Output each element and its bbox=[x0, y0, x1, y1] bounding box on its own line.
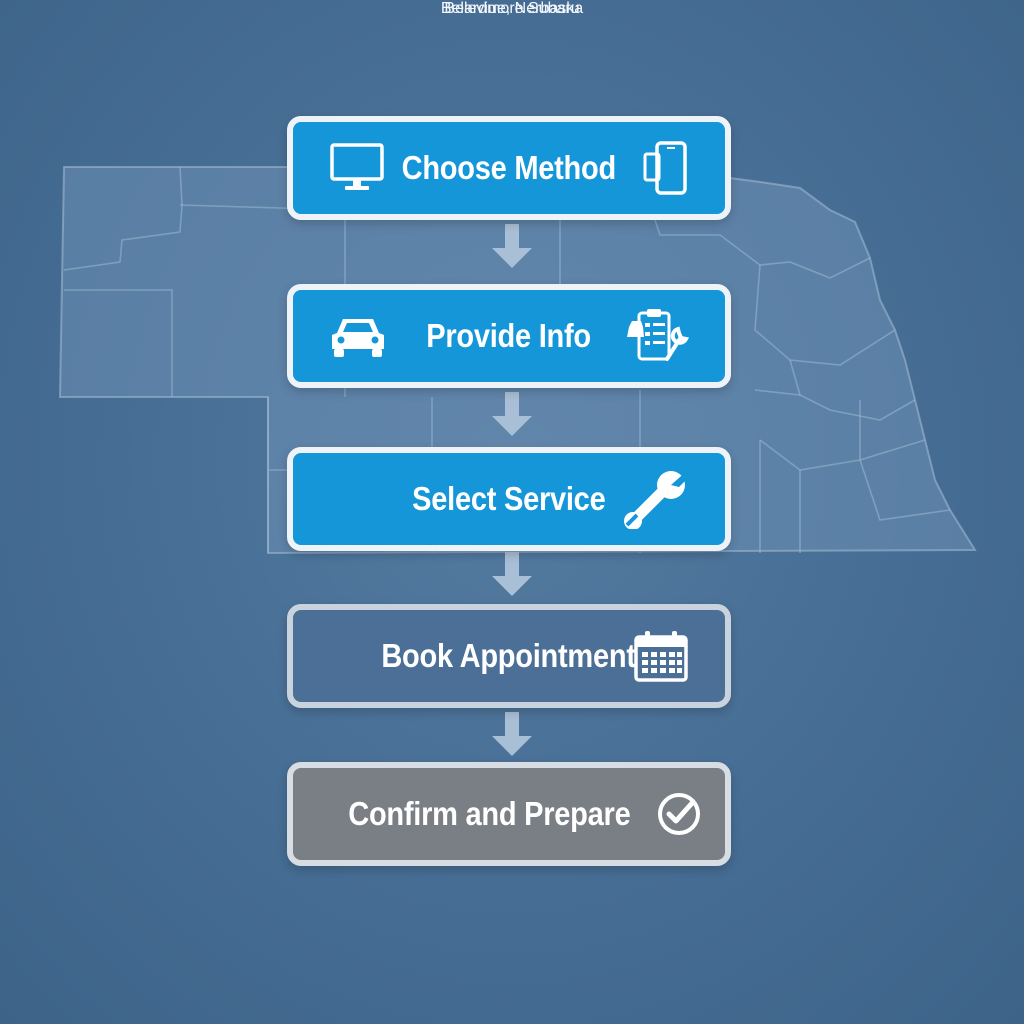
step-label: Provide Info bbox=[426, 317, 592, 354]
clipboard-wrench-icon bbox=[627, 309, 689, 361]
step-provide-info[interactable]: Provide Info bbox=[287, 284, 731, 388]
step-confirm-and-prepare[interactable]: Confirm and Prepare bbox=[287, 762, 731, 866]
step-label: Book Appointment bbox=[381, 637, 637, 674]
car-icon bbox=[332, 319, 384, 357]
wrench-icon bbox=[624, 469, 689, 529]
step-select-service[interactable]: Select Service bbox=[287, 447, 731, 551]
down-arrow-icon bbox=[492, 712, 532, 756]
step-label: Choose Method bbox=[401, 149, 617, 186]
mobile-phone-icon bbox=[643, 141, 687, 195]
dealer-name: Beardmore Subaru bbox=[444, 0, 580, 17]
step-book-appointment[interactable]: Book Appointment bbox=[287, 604, 731, 708]
step-label: Confirm and Prepare bbox=[347, 795, 631, 832]
step-choose-method[interactable]: Choose Method bbox=[287, 116, 731, 220]
down-arrow-icon bbox=[492, 224, 532, 268]
step-label: Select Service bbox=[412, 480, 606, 517]
down-arrow-icon bbox=[492, 392, 532, 436]
dealer-location: Belleviue, Nerbaska bbox=[440, 0, 584, 17]
calendar-icon bbox=[634, 631, 688, 682]
down-arrow-icon bbox=[492, 552, 532, 596]
checkmark-circle-icon bbox=[658, 793, 700, 835]
desktop-monitor-icon bbox=[330, 143, 384, 190]
